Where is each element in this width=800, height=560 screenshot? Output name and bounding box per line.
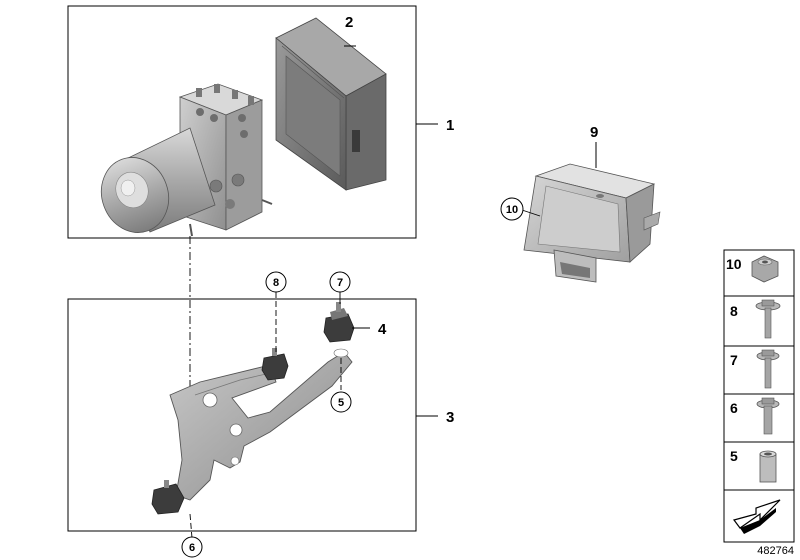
callout-3: 3 xyxy=(446,409,454,426)
legend-label-8: 8 xyxy=(730,303,738,319)
callout-4: 4 xyxy=(378,321,387,338)
fastener-legend: 10 8 7 6 5 xyxy=(723,249,795,543)
hex-nut-icon xyxy=(751,255,779,283)
long-bolt-icon xyxy=(756,349,780,389)
leader-6 xyxy=(189,513,193,539)
lower-frame xyxy=(67,298,417,532)
svg-text:6: 6 xyxy=(189,542,195,554)
legend-label-5: 5 xyxy=(730,448,738,464)
circled-callout-5: 5 xyxy=(330,391,352,413)
circled-callout-6: 6 xyxy=(181,536,203,558)
control-unit xyxy=(523,163,661,283)
callout-1: 1 xyxy=(446,117,454,134)
diagram-id: 482764 xyxy=(757,545,794,557)
circled-callout-8: 8 xyxy=(265,271,287,293)
leader-10 xyxy=(521,209,541,217)
legend-label-7: 7 xyxy=(730,352,738,368)
flange-bolt-icon xyxy=(755,299,781,339)
upper-frame xyxy=(67,5,417,239)
circled-callout-7: 7 xyxy=(329,271,351,293)
svg-text:10: 10 xyxy=(506,204,518,216)
circled-callout-10: 10 xyxy=(500,197,524,221)
rubber-mount-lower xyxy=(151,480,185,515)
direction-arrow-icon xyxy=(732,499,781,534)
legend-label-10: 10 xyxy=(726,256,742,272)
callout-2: 2 xyxy=(345,14,353,31)
mounting-bracket xyxy=(169,348,353,501)
sleeve-icon xyxy=(759,450,777,483)
legend-label-6: 6 xyxy=(730,400,738,416)
rubber-mount-middle xyxy=(261,348,289,381)
short-bolt-icon xyxy=(756,397,780,435)
svg-text:8: 8 xyxy=(273,277,279,289)
rubber-mount-upper xyxy=(323,302,355,343)
callout-9: 9 xyxy=(590,124,598,141)
hydraulic-unit xyxy=(100,83,273,237)
svg-text:7: 7 xyxy=(337,277,343,289)
control-unit-module xyxy=(275,17,387,191)
svg-text:5: 5 xyxy=(338,397,344,409)
